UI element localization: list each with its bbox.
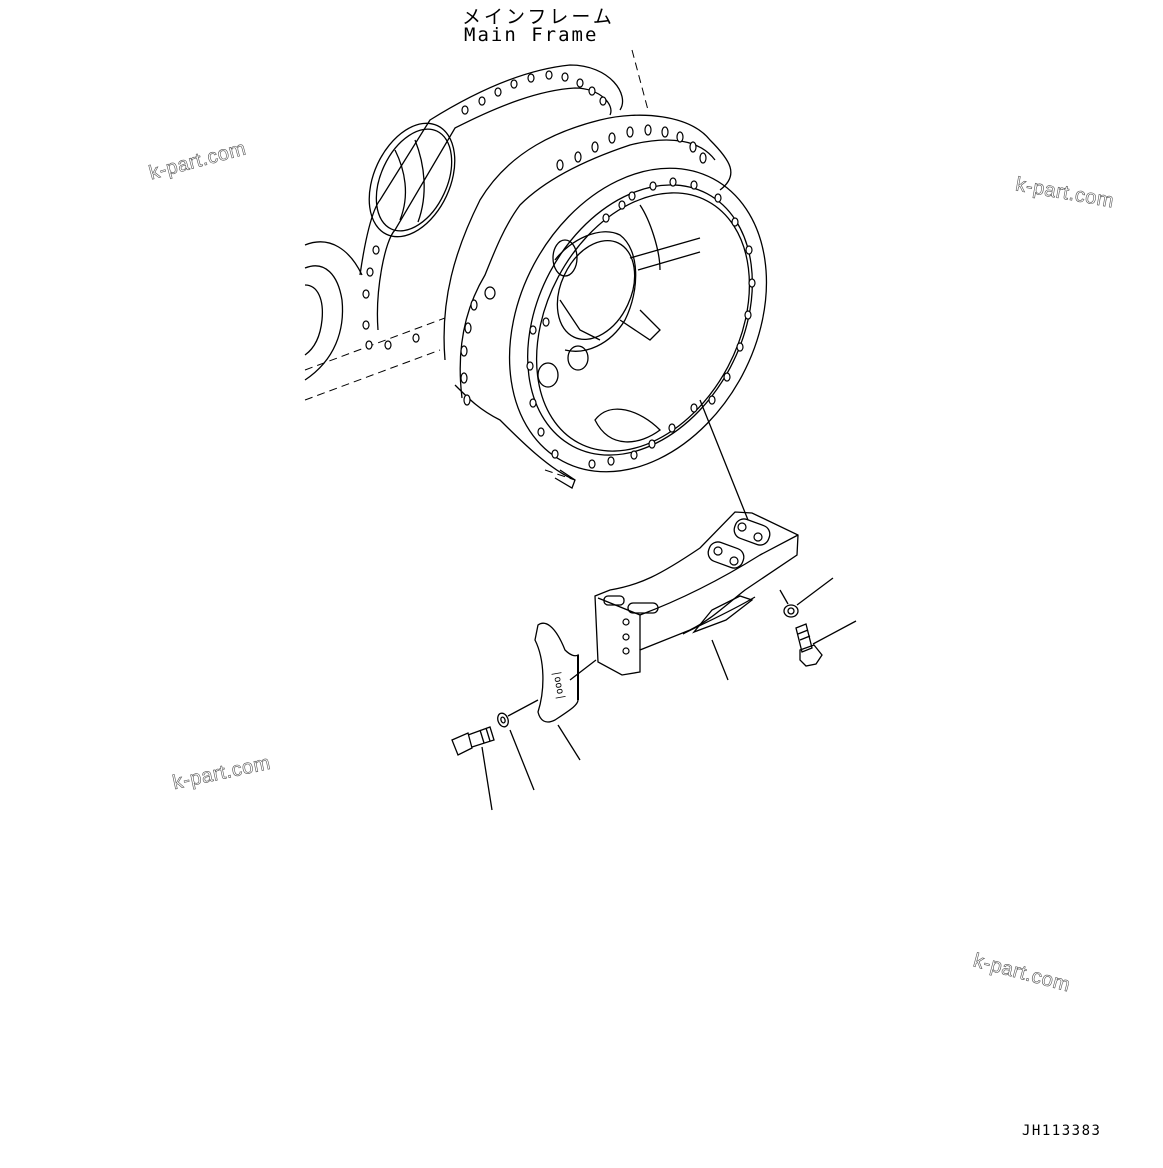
bolt-left xyxy=(451,726,495,811)
main-frame-leader xyxy=(631,49,649,111)
svg-text:|ooo|: |ooo| xyxy=(550,670,566,702)
bolt-right xyxy=(795,620,857,667)
spacer-plate: |ooo| xyxy=(507,622,581,761)
main-frame-label-english: Main Frame xyxy=(464,24,599,46)
guard-bracket xyxy=(569,511,799,681)
frame-bolt-holes xyxy=(362,70,607,350)
washer-left xyxy=(497,712,535,791)
main-frame xyxy=(304,64,768,521)
drawing-code: JH113383 xyxy=(1022,1123,1102,1139)
washer-right xyxy=(779,577,834,618)
ring-bolt-holes xyxy=(526,177,756,469)
main-frame-label-japanese: メインフレーム xyxy=(462,6,615,28)
